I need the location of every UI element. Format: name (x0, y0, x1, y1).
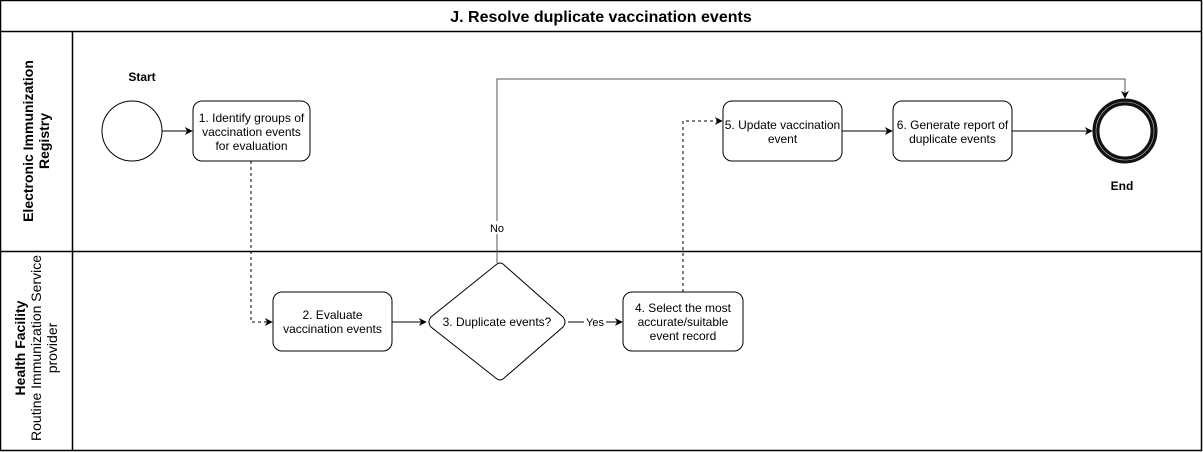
diagram-title: J. Resolve duplicate vaccination events (450, 9, 752, 26)
task-5-box (722, 100, 843, 162)
start-event[interactable]: Start (101, 70, 163, 162)
start-event-circle (101, 100, 163, 162)
task-6-box (892, 100, 1013, 162)
task-2-evaluate[interactable]: 2. Evaluate vaccination events (272, 291, 393, 352)
task-2-line-1: 2. Evaluate (302, 308, 362, 322)
gateway-3-duplicate-events[interactable]: 3. Duplicate events? (428, 262, 566, 381)
task-2-box (272, 291, 393, 352)
task-4-line-1: 4. Select the most (635, 301, 732, 315)
gateway-3-diamond (428, 262, 566, 381)
lane-eir-label-line-1: Electronic Immunization (20, 60, 36, 222)
task-5-line-2: event (768, 132, 798, 146)
task-1-line-1: 1. Identify groups of (199, 111, 305, 125)
task-2-line-2: vaccination events (283, 322, 382, 336)
edge-yes-label: Yes (586, 317, 604, 329)
lane-hf-label-line-3: provider (44, 322, 60, 373)
task-6-generate-report[interactable]: 6. Generate report of duplicate events (892, 100, 1013, 162)
end-event-inner-line (1095, 101, 1155, 161)
edge-yes-label-bg (584, 315, 606, 328)
task-1-line-2: vaccination events (202, 125, 301, 139)
start-event-label: Start (128, 70, 155, 84)
gateway-3-label: 3. Duplicate events? (443, 315, 552, 329)
lane-hf-label-line-2: Routine Immunization Service (28, 255, 44, 441)
lane-eir-label-line-2: Registry (36, 113, 52, 169)
task-1-box (192, 100, 311, 162)
edge-1-to-2 (250, 161, 273, 326)
edge-3-to-end (496, 78, 1129, 263)
lane-eir-header: Electronic Immunization Registry (20, 60, 52, 222)
edge-no-label-bg (487, 221, 507, 234)
end-event[interactable]: End (1092, 98, 1158, 193)
task-1-identify-groups[interactable]: 1. Identify groups of vaccination events… (192, 100, 311, 162)
end-event-label: End (1111, 179, 1134, 193)
task-6-line-2: duplicate events (909, 132, 996, 146)
lane-hf-header: Health Facility Routine Immunization Ser… (12, 255, 60, 441)
lane-hf-label-line-1: Health Facility (12, 300, 28, 395)
task-6-line-1: 6. Generate report of (897, 118, 1009, 132)
task-4-select-record[interactable]: 4. Select the most accurate/suitable eve… (622, 291, 744, 352)
edge-no-label: No (490, 223, 504, 235)
task-5-update-event[interactable]: 5. Update vaccination event (722, 100, 843, 162)
task-1-line-3: for evaluation (215, 139, 287, 153)
task-4-line-2: accurate/suitable (638, 315, 729, 329)
task-4-line-3: event record (650, 329, 717, 343)
task-5-line-1: 5. Update vaccination (725, 118, 840, 132)
edge-4-to-5 (682, 117, 723, 292)
task-4-box (622, 291, 744, 352)
